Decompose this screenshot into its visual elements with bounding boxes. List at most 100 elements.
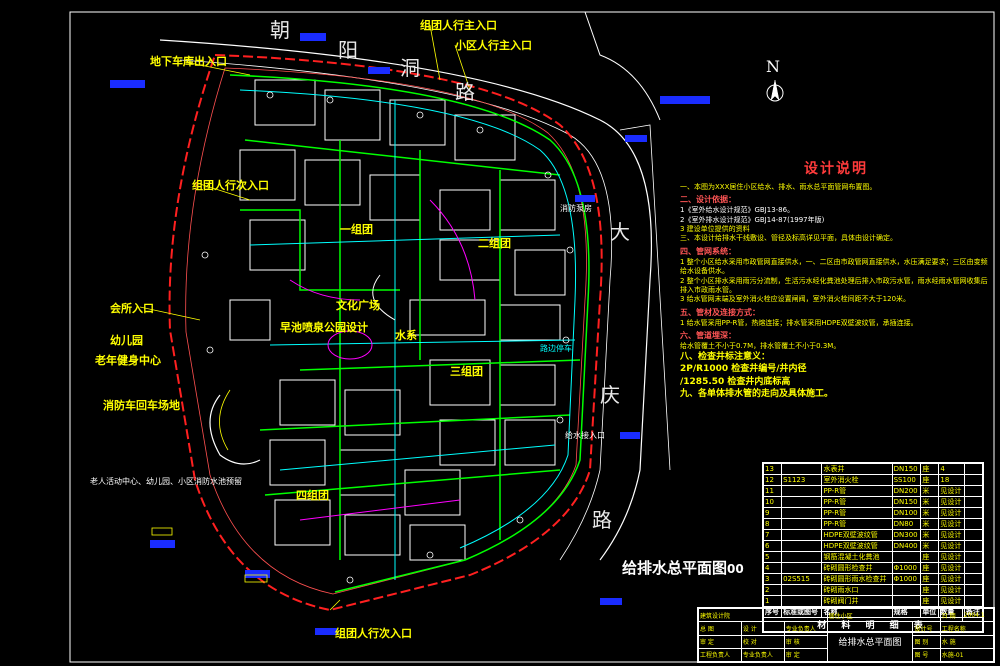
materials-cell: 12	[762, 474, 783, 486]
title-block-cell: 专业负责人	[783, 621, 828, 636]
site-boundary	[168, 53, 603, 612]
elevation-tag	[300, 33, 326, 41]
materials-cell: 4	[762, 562, 783, 574]
leader-line	[429, 24, 441, 81]
notes-line: 五、管材及连接方式：	[680, 307, 760, 317]
materials-cell	[963, 540, 984, 552]
materials-cell: 18	[938, 474, 965, 486]
building	[429, 359, 491, 406]
title-block-cell: 审 核	[783, 634, 828, 649]
elevation-tag	[315, 628, 337, 635]
materials-cell: 1	[762, 595, 783, 607]
label-group-entrance-bottom: 组团人行次入口	[335, 627, 412, 640]
drain-branch	[249, 234, 561, 246]
materials-cell: PP-R管	[821, 496, 893, 508]
materials-cell	[781, 485, 823, 497]
title-block-row: 总 图 设 计 专业负责人 给排水总平面图 设计号 工程名称	[698, 621, 995, 662]
notes-line: 二、设计依据：	[680, 195, 736, 205]
building	[439, 419, 496, 466]
elevation-tag	[575, 195, 595, 202]
materials-cell: DN100	[891, 507, 922, 519]
materials-cell: 见设计	[938, 518, 965, 530]
well-icon	[544, 171, 552, 179]
supply-branch	[240, 209, 400, 291]
label-pool: 给水接入口	[565, 431, 605, 440]
materials-cell: 室外消火栓	[821, 474, 893, 486]
materials-cell: 米	[920, 496, 940, 508]
notes-line: 一、本图为XXX居住小区给水、排水、雨水总平面管网布置图。	[680, 182, 877, 191]
materials-cell	[963, 551, 984, 563]
materials-cell: 见设计	[938, 573, 965, 585]
rain-branch	[429, 199, 476, 301]
north-label: N	[766, 57, 780, 76]
building	[499, 304, 561, 341]
building	[279, 379, 336, 426]
materials-cell: 米	[920, 529, 940, 541]
road-char: 朝	[270, 18, 290, 42]
materials-cell	[781, 595, 823, 607]
label-group-entrance-top: 组团人行主入口	[420, 19, 497, 32]
supply-main	[229, 74, 590, 593]
materials-cell: 见设计	[938, 562, 965, 574]
building	[389, 99, 446, 146]
materials-cell: 座	[920, 551, 940, 563]
building	[344, 389, 401, 436]
materials-cell: 9	[762, 507, 783, 519]
label-fire-truck-area: 消防车回车场地	[103, 399, 180, 412]
building	[229, 299, 271, 341]
road-char: 大	[610, 220, 630, 244]
label-elderly-center: 老年健身中心	[95, 354, 161, 367]
tag-box	[151, 527, 173, 536]
materials-cell: 2	[762, 584, 783, 596]
materials-cell	[963, 595, 984, 607]
elevation-tag	[245, 570, 270, 578]
building	[504, 419, 556, 466]
rain-branch	[289, 279, 361, 301]
building	[239, 149, 296, 201]
building	[304, 159, 361, 206]
leader-line	[184, 61, 251, 76]
label-group-four: 四组团	[296, 489, 329, 502]
materials-cell: 见设计	[938, 529, 965, 541]
materials-cell: Φ1000	[891, 573, 922, 585]
materials-cell: 砖砌圆形检查井	[821, 562, 893, 574]
materials-cell: 7	[762, 529, 783, 541]
inspection-wells	[201, 91, 574, 584]
notes-line: 1 给水管采用PP-R管，热熔连接；排水管采用HDPE双壁波纹管，承插连接。	[680, 318, 918, 327]
materials-cell: Φ1000	[891, 562, 922, 574]
well-icon	[416, 111, 424, 119]
drawing-frame	[69, 11, 995, 663]
building	[409, 299, 486, 336]
buildings	[229, 79, 566, 561]
materials-cell: 02S515	[781, 573, 823, 585]
building	[409, 524, 466, 561]
road-east-edge	[619, 124, 671, 471]
materials-cell: 10	[762, 496, 783, 508]
title-block-cell: 校 对	[740, 634, 785, 649]
materials-cell: 见设计	[938, 485, 965, 497]
title-block-cell: 专业负责人	[740, 647, 785, 663]
materials-cell	[963, 529, 984, 541]
materials-cell	[963, 507, 984, 519]
notes-line: 给水管覆土不小于0.7M，排水管覆土不小于0.3M。	[680, 341, 841, 350]
materials-cell: DN400	[891, 540, 922, 552]
title-block-cell: 工程负责人	[698, 647, 742, 663]
well-icon	[556, 416, 564, 424]
road-char: 路	[592, 508, 612, 532]
materials-cell: 3	[762, 573, 783, 585]
north-arrow-icon	[770, 79, 780, 101]
materials-cell: PP-R管	[821, 507, 893, 519]
notes-line: 四、管网系统：	[680, 246, 736, 256]
supply-branch	[244, 139, 561, 176]
notes-line: 3 给水管网末端及室外消火栓应设置闸阀，室外消火栓间距不大于120米。	[680, 295, 911, 304]
elevation-tag	[110, 80, 145, 88]
leader-line	[329, 599, 341, 611]
materials-cell: 4	[938, 463, 965, 475]
notes-line: 六、管道埋深：	[680, 331, 736, 341]
